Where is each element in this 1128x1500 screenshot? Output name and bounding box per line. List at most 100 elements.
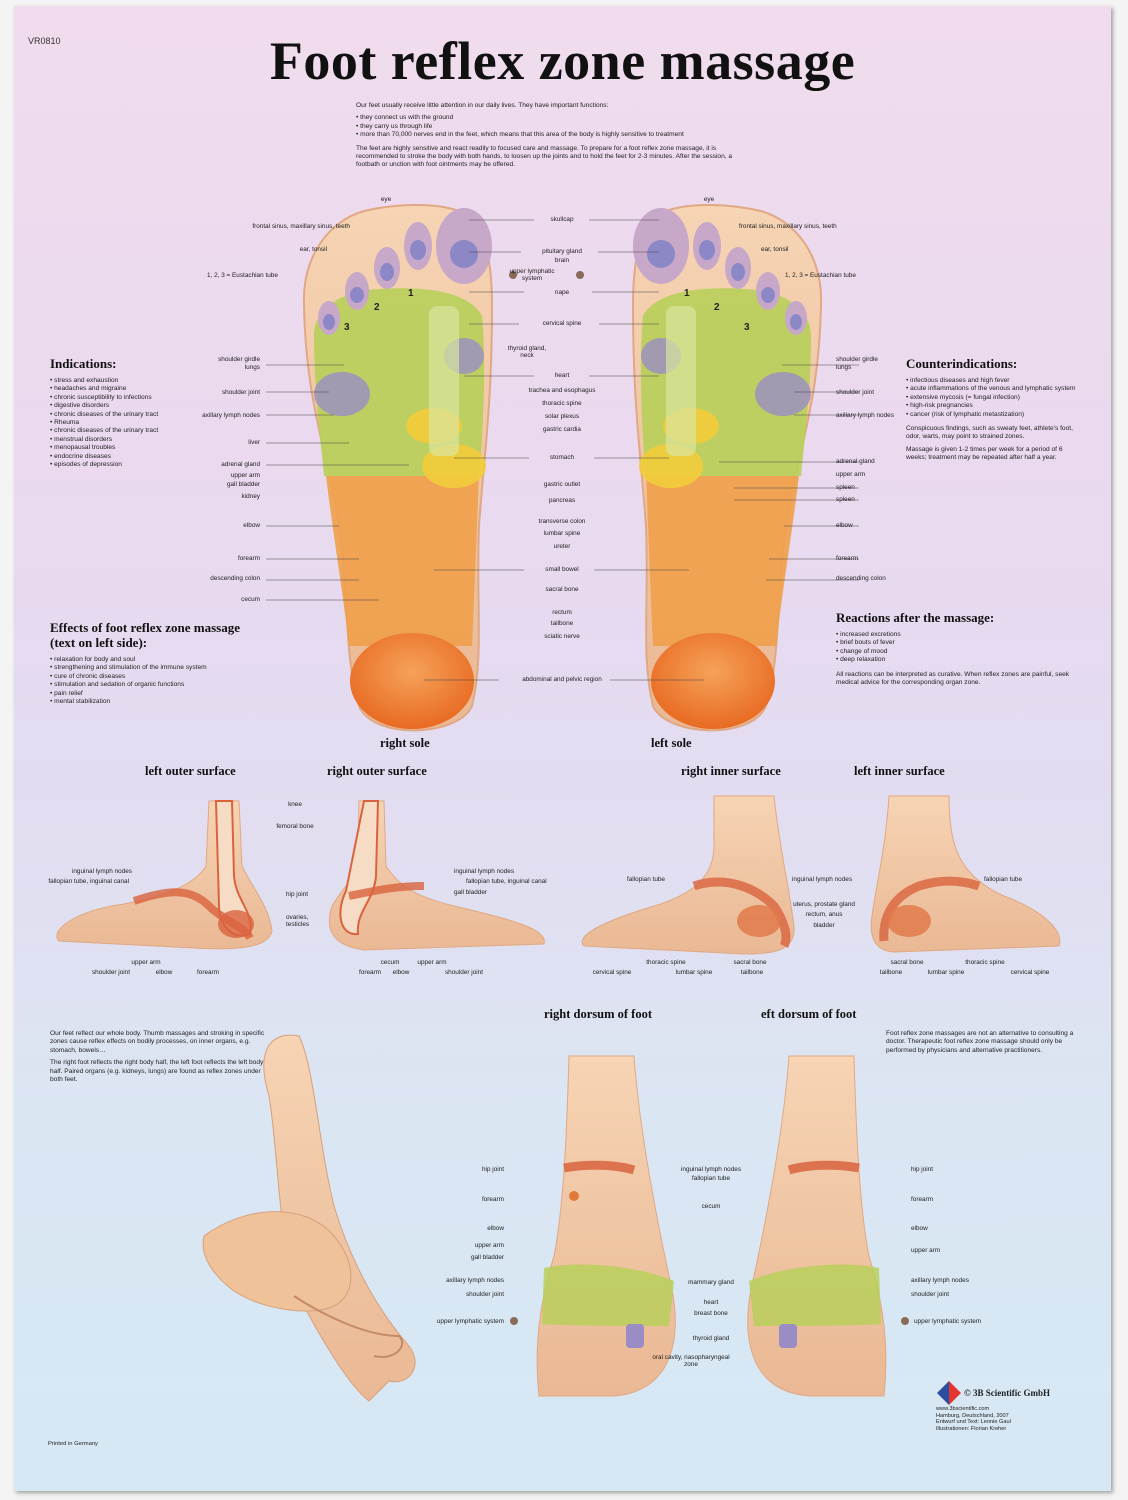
anatomy-label: cecum: [241, 596, 260, 603]
right-inner-illustration: [581, 795, 795, 955]
anatomy-label: lumbar spine: [927, 969, 965, 976]
anatomy-label: descending colon: [210, 575, 260, 582]
right-outer-illustration: [328, 800, 545, 951]
intro-item: they carry us through life: [356, 123, 746, 131]
anatomy-label: inguinal lymph nodes: [454, 868, 515, 875]
anatomy-label: fallopian tube, inguinal canal: [466, 878, 547, 885]
anatomy-label: upper arm: [230, 472, 260, 479]
reactions-block: Reactions after the massage: increased e…: [836, 610, 1076, 691]
intro-item: more than 70,000 nerves end in the feet,…: [356, 131, 746, 139]
lymph-icons: [509, 271, 584, 279]
list-item: menopausal troubles: [50, 444, 200, 452]
page-title: Foot reflex zone massage: [269, 31, 856, 91]
indications-block: Indications: stress and exhaustionheadac…: [50, 356, 200, 469]
anatomy-label: cecum: [380, 959, 400, 966]
anatomy-label: sacral bone: [545, 586, 579, 593]
anatomy-label: axillary lymph nodes: [202, 412, 260, 419]
anatomy-label: elbow: [836, 522, 853, 529]
anatomy-label: upper arm: [836, 471, 866, 478]
anatomy-label: tailbone: [740, 969, 764, 976]
anatomy-label: ureter: [553, 543, 571, 550]
counterindications-heading: Counterindications:: [906, 356, 1018, 371]
anatomy-label: inguinal lymph nodes: [680, 1166, 742, 1173]
anatomy-label: 1, 2, 3 = Eustachian tube: [785, 272, 856, 279]
list-item: Rheuma: [50, 419, 200, 427]
right-dorsum-illustration: [536, 1055, 676, 1397]
reactions-list: increased excretionsbrief bouts of fever…: [836, 631, 1076, 665]
anatomy-label: lungs: [836, 364, 852, 371]
list-item: deep relaxation: [836, 656, 1076, 664]
toe-number: 1: [684, 288, 690, 299]
list-item: episodes of depression: [50, 461, 200, 469]
anatomy-label: inguinal lymph nodes: [71, 868, 132, 875]
anatomy-label: upper arm: [131, 959, 161, 966]
anatomy-label: 1, 2, 3 = Eustachian tube: [207, 272, 278, 279]
anatomy-label: trachea and esophagus: [528, 387, 596, 394]
publisher-line: www.3bscientific.com: [936, 1406, 990, 1412]
list-item: mental stabilization: [50, 698, 260, 706]
anatomy-label: shoulder joint: [444, 969, 483, 976]
toe-number: 2: [714, 302, 720, 313]
publisher-line: Illustrationen: Florian Kreher: [936, 1425, 1007, 1432]
anatomy-label: gastric outlet: [543, 481, 581, 488]
anatomy-label: tailbone: [550, 620, 574, 627]
indications-list: stress and exhaustionheadaches and migra…: [50, 377, 200, 469]
anatomy-label: frontal sinus, maxillary sinus, teeth: [739, 223, 837, 230]
list-item: high-risk pregnancies: [906, 402, 1076, 410]
anatomy-label: forearm: [237, 555, 260, 562]
anatomy-label: upper lymphatic system: [509, 268, 555, 282]
reactions-heading: Reactions after the massage:: [836, 610, 995, 625]
list-item: chronic diseases of the urinary tract: [50, 411, 200, 419]
list-item: infectious diseases and high fever: [906, 377, 1076, 385]
publisher-line: Hamburg, Deutschland, 2007: [936, 1412, 1009, 1419]
publisher-logo-icon: [937, 1381, 961, 1405]
product-code: VR0810: [28, 36, 61, 46]
anatomy-label: thyroid gland, neck: [507, 345, 547, 359]
anatomy-label: thoracic spine: [965, 959, 1005, 966]
list-item: chronic diseases of the urinary tract: [50, 427, 200, 435]
intro-paragraph-1: Our feet usually receive little attentio…: [356, 102, 609, 109]
anatomy-label: bladder: [813, 922, 835, 929]
counterindications-list: infectious diseases and high feveracute …: [906, 377, 1076, 419]
anatomy-label: forearm: [481, 1196, 504, 1203]
anatomy-label: elbow: [392, 969, 410, 976]
list-item: stimulation and sedation of organic func…: [50, 681, 260, 689]
intro-list: they connect us with the ground they car…: [356, 114, 746, 139]
anatomy-label: shoulder joint: [221, 389, 260, 396]
anatomy-label: pituitary gland: [542, 248, 582, 255]
anatomy-label: heart: [703, 1299, 719, 1306]
anatomy-label: hip joint: [481, 1166, 504, 1173]
anatomy-label: sacral bone: [890, 959, 924, 966]
label-right-inner-surface: right inner surface: [681, 764, 781, 778]
toe-number: 1: [408, 288, 414, 299]
counter-paragraph-2: Massage is given 1-2 times per week for …: [906, 445, 1063, 462]
anatomy-label: thyroid gland: [692, 1335, 730, 1342]
poster: VR0810 Foot reflex zone massage Our feet…: [14, 6, 1111, 1491]
publisher-info: www.3bscientific.com Hamburg, Deutschlan…: [936, 1406, 1011, 1432]
anatomy-label: fallopian tube: [691, 1175, 731, 1182]
anatomy-label: transverse colon: [538, 518, 586, 525]
reflection-paragraph-1: Our feet reflect our whole body. Thumb m…: [50, 1030, 265, 1054]
anatomy-label: femoral bone: [276, 823, 314, 830]
anatomy-label: gall bladder: [226, 481, 260, 488]
anatomy-label: mammary gland: [688, 1279, 734, 1286]
effects-heading: Effects of foot reflex zone massage (tex…: [50, 620, 240, 650]
list-item: acute inflammations of the venous and ly…: [906, 385, 1076, 393]
list-item: cure of chronic diseases: [50, 673, 260, 681]
anatomy-label: shoulder girdle: [836, 356, 878, 363]
anatomy-label: thoracic spine: [542, 400, 582, 407]
hand-massage-illustration: [202, 1034, 416, 1402]
anatomy-label: axillary lymph nodes: [446, 1277, 504, 1284]
list-item: pain relief: [50, 690, 260, 698]
list-item: endocrine diseases: [50, 453, 200, 461]
anatomy-label: shoulder joint: [91, 969, 130, 976]
anatomy-label: abdominal and pelvic region: [522, 676, 602, 683]
list-item: extensive mycosis (= fungal infection): [906, 394, 1076, 402]
reflection-text: Our feet reflect our whole body. Thumb m…: [50, 1030, 265, 1088]
anatomy-label: axillary lymph nodes: [836, 412, 894, 419]
anatomy-label: fallopian tube: [626, 876, 665, 883]
anatomy-label: skullcap: [550, 216, 574, 223]
effects-list: relaxation for body and soulstrengthenin…: [50, 656, 260, 706]
anatomy-label: breast bone: [694, 1310, 728, 1317]
list-item: increased excretions: [836, 631, 1076, 639]
